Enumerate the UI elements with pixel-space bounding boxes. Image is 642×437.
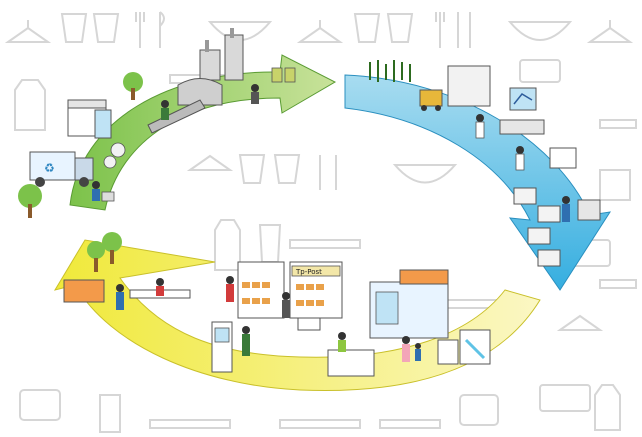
collection-scene: ♻ [18,72,143,218]
background-pattern [4,11,637,433]
recycle-symbol: ♻ [44,161,55,175]
retail-scene: Tp-Post [63,232,491,377]
recycling-plant-scene [147,28,296,134]
production-arrow [344,74,612,291]
production-scene [369,60,601,267]
store-sign: Tp-Post [295,268,322,276]
